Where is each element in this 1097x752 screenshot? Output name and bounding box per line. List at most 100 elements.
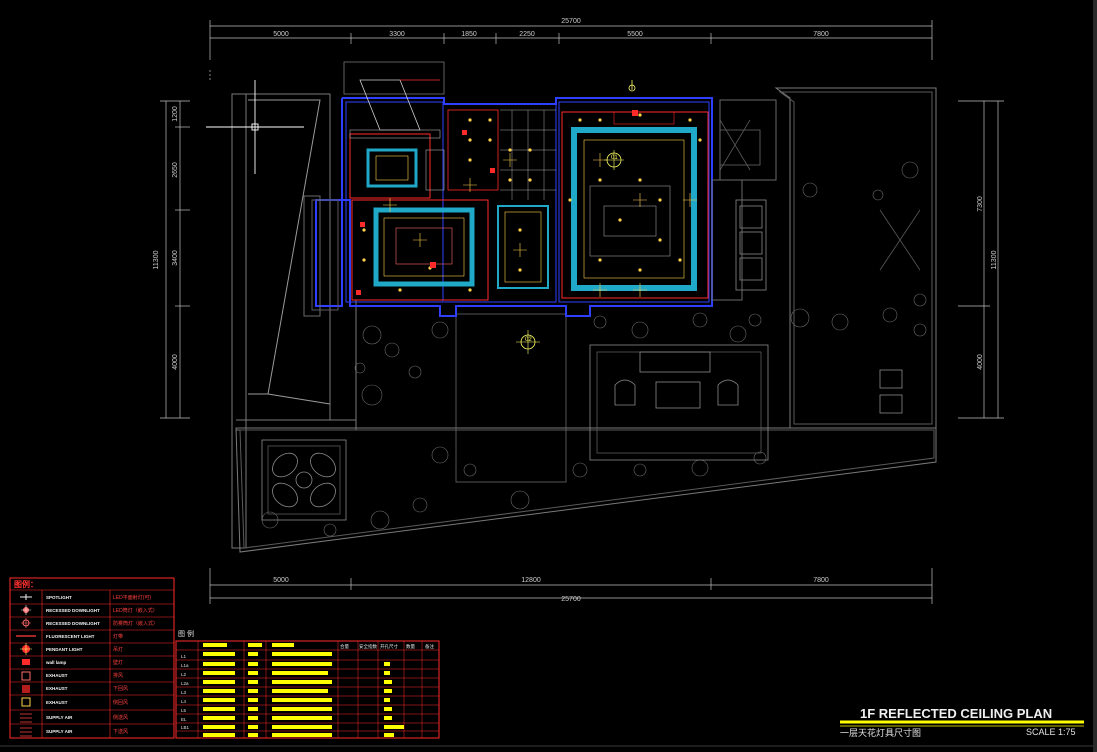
legend-row-exhaust-3: EXHAUST 侧回风	[21, 697, 128, 707]
top-dim-1: 5000	[273, 31, 289, 38]
svg-text:下回风: 下回风	[113, 686, 128, 692]
svg-text:灯带: 灯带	[113, 633, 123, 640]
legend-row-supply-air: SUPPLY AIR 侧送风	[20, 713, 128, 723]
right-dim-2: 4000	[977, 354, 984, 370]
legend-row-exhaust: EXHAUST 排风	[21, 671, 123, 681]
exhaust-2-icon	[22, 685, 30, 693]
svg-text:SUPPLY AIR: SUPPLY AIR	[46, 715, 73, 720]
svg-text:侧回风: 侧回风	[113, 699, 128, 706]
svg-text:SPOTLIGHT: SPOTLIGHT	[46, 595, 72, 600]
left-dim-2: 2650	[172, 162, 179, 178]
top-dim-6: 7800	[813, 31, 829, 38]
schedule-code: L4	[181, 699, 187, 704]
legend-row-recessed-downlight: RECESSED DOWNLIGHT LED筒灯（嵌入式）	[21, 605, 158, 615]
legend-row-exhaust-2: EXHAUST 下回风	[22, 685, 128, 693]
svg-text:wall lamp: wall lamp	[45, 660, 67, 665]
room-right-ceiling	[561, 111, 709, 299]
wall-lamp-icon	[22, 659, 30, 665]
exhaust-3-icon	[21, 697, 31, 707]
supply-air-icon	[20, 713, 32, 723]
svg-text:壁灯: 壁灯	[113, 659, 123, 666]
terrace-areas	[261, 119, 921, 521]
svg-text:EXHAUST: EXHAUST	[46, 673, 68, 678]
cad-crosshair-cursor	[206, 80, 304, 174]
svg-text:SUPPLY AIR: SUPPLY AIR	[46, 729, 73, 734]
light-crosshairs	[383, 153, 697, 297]
svg-text:FLUORESCENT LIGHT: FLUORESCENT LIGHT	[46, 634, 95, 639]
top-total-dim: 25700	[561, 18, 581, 25]
svg-text:LED筒灯（嵌入式）: LED筒灯（嵌入式）	[113, 607, 158, 614]
entry-stair	[343, 61, 445, 131]
landscape-shrubs	[261, 161, 927, 537]
legend-rows: SPOTLIGHT LED平面射灯(可) RECESSED DOWNLIGHT …	[16, 594, 158, 737]
schedule-code: L2a	[181, 681, 189, 686]
bottom-dim-1: 5000	[273, 577, 289, 584]
site-outline	[231, 87, 937, 553]
corridor-ceiling	[447, 109, 556, 289]
legend-table	[9, 577, 175, 739]
svg-text:RECESSED DOWNLIGHT: RECESSED DOWNLIGHT	[46, 608, 100, 613]
schedule-code: L1	[181, 654, 187, 659]
svg-text:01: 01	[611, 155, 618, 161]
legend-row-supply-air-2: SUPPLY AIR 下送风	[20, 727, 128, 737]
left-dim-4: 4000	[172, 354, 179, 370]
top-dim-4: 2250	[519, 31, 535, 38]
left-dim-3: 3400	[172, 250, 179, 266]
schedule-header-5: 备注	[425, 643, 434, 650]
svg-text:防雾筒灯（嵌入式）: 防雾筒灯（嵌入式）	[113, 620, 158, 627]
top-dim-3: 1850	[461, 31, 477, 38]
schedule-header-4: 数量	[406, 643, 415, 650]
svg-text:LED平面射灯(可): LED平面射灯(可)	[113, 594, 151, 601]
legend-row-fluorescent: FLUORESCENT LIGHT 灯带	[16, 633, 123, 640]
schedule-header-3: 开孔尺寸	[380, 643, 398, 650]
room-left-ceiling	[349, 129, 489, 301]
legend-title: 图例：	[14, 579, 38, 589]
schedule-code: L1a	[181, 663, 189, 668]
plan-scale: SCALE 1:75	[1026, 727, 1076, 737]
recessed-downlight-icon	[21, 605, 31, 615]
schedule-header-2: 安全指数	[359, 643, 377, 650]
spotlight-icon	[20, 594, 32, 600]
section-tag-01: 01	[604, 150, 624, 170]
svg-text:侧送风: 侧送风	[113, 714, 128, 721]
svg-text:吊灯: 吊灯	[113, 646, 123, 653]
legend-row-spotlight: SPOTLIGHT LED平面射灯(可)	[20, 594, 151, 601]
recessed-downlight-2-icon	[21, 618, 31, 628]
left-dim-1: 1200	[172, 106, 179, 122]
schedule-code: L3	[181, 690, 187, 695]
bottom-dim-2: 12800	[521, 577, 541, 584]
right-dimension-chain	[958, 100, 1004, 419]
top-dim-5: 5500	[627, 31, 643, 38]
section-tag-02: 02	[516, 330, 540, 354]
svg-text:02: 02	[525, 337, 532, 343]
right-total-dim: 11300	[991, 250, 998, 269]
right-dim-1: 7300	[977, 196, 984, 212]
schedule-code: L5	[181, 708, 187, 713]
top-dim-2: 3300	[389, 31, 405, 38]
legend-row-wall-lamp: wall lamp 壁灯	[22, 659, 123, 666]
svg-text:EXHAUST: EXHAUST	[46, 686, 68, 691]
schedule-code: EL	[181, 717, 187, 722]
schedule-code: L2	[181, 672, 187, 677]
bottom-dim-3: 7800	[813, 577, 829, 584]
schedule-title: 图 例	[178, 629, 194, 638]
light-fixtures	[362, 113, 702, 292]
pendant-light-icon	[20, 643, 32, 655]
red-spotlights	[356, 110, 638, 295]
svg-text:下送风: 下送风	[113, 728, 128, 735]
svg-text:RECESSED DOWNLIGHT: RECESSED DOWNLIGHT	[46, 621, 100, 626]
viewport-scrollbar[interactable]	[1093, 0, 1097, 752]
svg-text:PENDANT LIGHT: PENDANT LIGHT	[46, 647, 83, 652]
svg-text:排风: 排风	[113, 672, 123, 679]
left-dimension-chain	[160, 100, 190, 419]
legend-row-pendant: PENDANT LIGHT 吊灯	[20, 643, 123, 655]
schedule-code: LB1	[181, 725, 190, 730]
legend-row-recessed-downlight-2: RECESSED DOWNLIGHT 防雾筒灯（嵌入式）	[21, 618, 158, 628]
fixture-schedule	[175, 640, 440, 739]
supply-air-2-icon	[20, 727, 32, 737]
building-walls	[303, 97, 777, 317]
north-marker	[628, 80, 636, 92]
top-dimension-chain	[209, 20, 933, 80]
